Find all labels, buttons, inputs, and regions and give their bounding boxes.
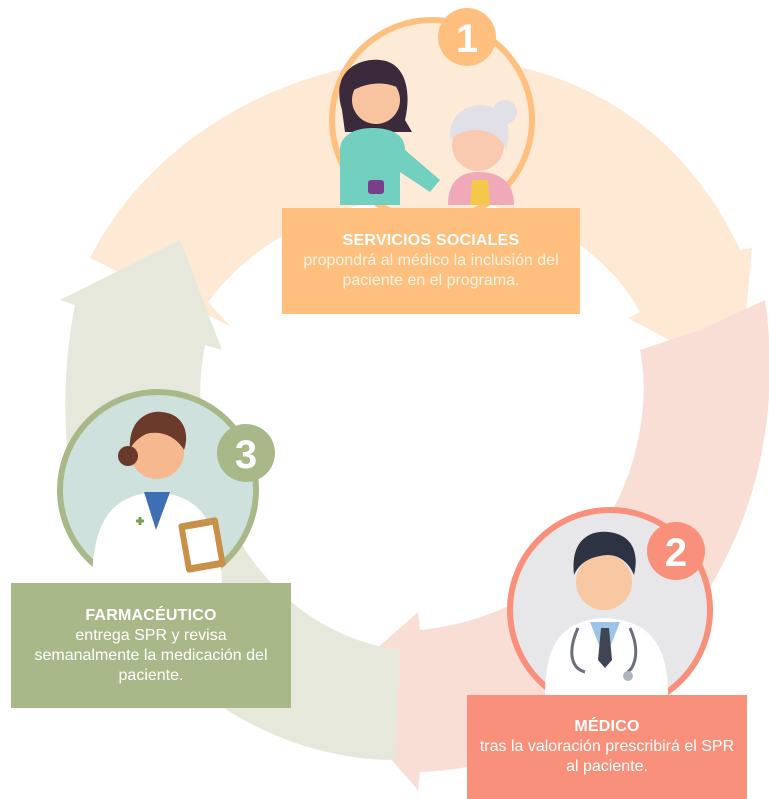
step-3-number: 3 — [235, 433, 257, 477]
step-1-label-box: SERVICIOS SOCIALES propondrá al médico l… — [282, 208, 580, 314]
step-2-illustration: 2 — [507, 507, 713, 713]
step-1-description: propondrá al médico la inclusión del pac… — [303, 252, 559, 289]
social-worker-with-elderly-woman-icon — [339, 59, 517, 205]
cycle-arrow-red — [330, 300, 769, 790]
step-3-title: FARMACÉUTICO — [85, 606, 217, 624]
step-1-number: 1 — [456, 17, 478, 61]
doctor-with-stethoscope-icon — [545, 531, 668, 695]
cycle-arrow-orange — [90, 57, 752, 378]
step-3-description: entrega SPR y revisa semanalmente la med… — [34, 626, 268, 684]
step-3-label-box: FARMACÉUTICO entrega SPR y revisa semana… — [11, 583, 291, 708]
step-2-description: tras la valoración prescribirá el SPR al… — [479, 738, 735, 775]
step-1-badge — [438, 8, 496, 66]
step-2-badge — [647, 522, 705, 580]
step-3-illustration: 3 — [57, 389, 275, 591]
step-2-number: 2 — [665, 531, 687, 575]
step-3-badge — [217, 424, 275, 482]
step-1-illustration: 1 — [329, 8, 535, 223]
step-2-title: MÉDICO — [574, 718, 640, 735]
step-1-title: SERVICIOS SOCIALES — [342, 232, 520, 249]
step-2-label-box: MÉDICO tras la valoración prescribirá el… — [467, 695, 747, 799]
pharmacist-with-clipboard-icon — [92, 411, 226, 585]
